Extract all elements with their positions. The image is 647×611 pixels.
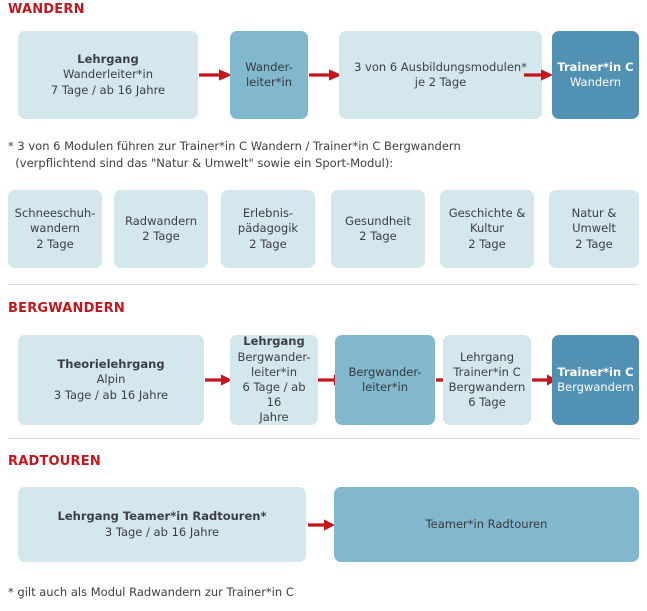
box-line: Trainer*in C <box>453 364 521 379</box>
box-line: 2 Tage <box>36 236 74 251</box>
box-text: Teamer*in Radtouren <box>339 517 634 532</box>
box-modul-schneeschuhwandern: Schneeschuh- wandern 2 Tage <box>8 190 102 268</box>
box-line: Schneeschuh- <box>14 206 96 221</box>
box-line: pädagogik <box>237 221 299 236</box>
box-line: Trainer*in C <box>557 59 634 74</box>
arrow-right-icon <box>308 518 336 532</box>
arrow-right-icon <box>199 68 233 82</box>
box-line: Lehrgang <box>243 334 305 349</box>
box-theorielehrgang-alpin: Theorielehrgang Alpin 3 Tage / ab 16 Jah… <box>18 335 204 425</box>
box-line: Bergwander- <box>348 364 422 379</box>
arrow-right-icon <box>205 373 233 387</box>
box-line: 3 Tage / ab 16 Jahre <box>53 387 169 402</box>
box-line: 7 Tage / ab 16 Jahre <box>50 82 166 97</box>
box-text: Trainer*in C Bergwandern <box>557 365 634 395</box>
box-text: Bergwander- leiter*in <box>340 365 430 395</box>
section-heading-radtouren: RADTOUREN <box>8 454 101 469</box>
box-line: 2 Tage <box>142 229 180 243</box>
arrow-right-icon <box>524 68 554 82</box>
box-text: Lehrgang Wanderleiter*in 7 Tage / ab 16 … <box>23 52 193 98</box>
section-heading-wandern: WANDERN <box>8 2 85 17</box>
box-line: Lehrgang Teamer*in Radtouren* <box>57 509 267 524</box>
box-line: Lehrgang <box>77 52 139 67</box>
box-line: Gesundheit <box>345 213 411 228</box>
box-text: Theorielehrgang Alpin 3 Tage / ab 16 Jah… <box>23 357 199 403</box>
box-line: leiter*in <box>245 75 292 89</box>
box-text: Schneeschuh- wandern 2 Tage <box>13 206 97 252</box>
box-text: Lehrgang Bergwander- leiter*in 6 Tage / … <box>235 334 313 425</box>
box-modul-geschichte-kultur: Geschichte & Kultur 2 Tage <box>440 190 534 268</box>
box-text: Trainer*in C Wandern <box>557 60 634 90</box>
box-text: Geschichte & Kultur 2 Tage <box>445 206 529 252</box>
box-line: Bergwandern <box>448 380 526 394</box>
box-line: 2 Tage <box>468 236 506 251</box>
box-text: Gesundheit 2 Tage <box>336 214 420 244</box>
box-line: 2 Tage <box>359 229 397 243</box>
arrow-right-icon <box>532 373 558 387</box>
box-line: je 2 Tage <box>414 75 467 89</box>
footnote-radtouren: * gilt auch als Modul Radwandern zur Tra… <box>8 585 294 599</box>
section-divider <box>8 438 639 439</box>
section-heading-bergwandern: BERGWANDERN <box>8 301 125 316</box>
box-lehrgang-wanderleiterin: Lehrgang Wanderleiter*in 7 Tage / ab 16 … <box>18 31 198 119</box>
box-text: 3 von 6 Ausbildungsmodulen* je 2 Tage <box>344 60 537 90</box>
footnote-modules: * 3 von 6 Modulen führen zur Trainer*in … <box>8 139 461 171</box>
box-line: wandern <box>30 221 80 236</box>
box-line: Wanderleiter*in <box>62 67 154 82</box>
box-line: 6 Tage / ab 16 <box>242 380 306 410</box>
box-line: Radwandern <box>124 213 197 228</box>
box-ausbildungsmodule: 3 von 6 Ausbildungsmodulen* je 2 Tage <box>339 31 542 119</box>
box-line: Natur & <box>571 206 617 221</box>
box-text: Wander- leiter*in <box>235 60 303 90</box>
box-line: Geschichte & <box>448 206 526 221</box>
box-line: Umwelt <box>572 221 616 236</box>
box-modul-erlebnispaedagogik: Erlebnis- pädagogik 2 Tage <box>221 190 315 268</box>
box-lehrgang-trainerin-c-bergwandern: Lehrgang Trainer*in C Bergwandern 6 Tage <box>443 335 531 425</box>
box-trainerin-c-bergwandern: Trainer*in C Bergwandern <box>552 335 639 425</box>
box-line: 3 Tage / ab 16 Jahre <box>104 524 220 539</box>
section-divider <box>8 284 639 285</box>
box-line: leiter*in <box>250 364 297 379</box>
box-line: Jahre <box>259 410 289 425</box>
box-text: Lehrgang Teamer*in Radtouren* 3 Tage / a… <box>23 509 301 539</box>
box-line: Teamer*in Radtouren <box>425 516 548 531</box>
box-modul-radwandern: Radwandern 2 Tage <box>114 190 208 268</box>
box-wanderleiterin: Wander- leiter*in <box>230 31 308 119</box>
arrow-right-icon <box>309 68 343 82</box>
box-lehrgang-bergwanderleiterin: Lehrgang Bergwander- leiter*in 6 Tage / … <box>230 334 318 425</box>
box-modul-gesundheit: Gesundheit 2 Tage <box>331 190 425 268</box>
box-line: 6 Tage <box>468 395 506 410</box>
box-line: leiter*in <box>361 380 408 394</box>
box-bergwanderleiterin: Bergwander- leiter*in <box>335 335 435 425</box>
box-text: Natur & Umwelt 2 Tage <box>554 206 634 252</box>
box-teamerin-radtouren: Teamer*in Radtouren <box>334 487 639 562</box>
box-line: Bergwandern <box>557 380 634 394</box>
box-trainerin-c-wandern: Trainer*in C Wandern <box>552 31 639 119</box>
box-text: Radwandern 2 Tage <box>119 214 203 244</box>
box-line: Alpin <box>96 372 126 387</box>
box-line: 3 von 6 Ausbildungsmodulen* <box>354 59 527 74</box>
box-line: Wandern <box>569 75 622 89</box>
box-line: Bergwander- <box>237 349 311 364</box>
box-line: 2 Tage <box>249 236 287 251</box>
box-text: Lehrgang Trainer*in C Bergwandern 6 Tage <box>448 350 526 411</box>
box-line: Wander- <box>245 59 293 74</box>
box-line: Theorielehrgang <box>57 357 165 372</box>
box-modul-natur-umwelt: Natur & Umwelt 2 Tage <box>549 190 639 268</box>
box-line: Erlebnis- <box>242 206 294 221</box>
box-line: Lehrgang <box>459 349 515 364</box>
box-text: Erlebnis- pädagogik 2 Tage <box>226 206 310 252</box>
box-lehrgang-teamerin-radtouren: Lehrgang Teamer*in Radtouren* 3 Tage / a… <box>18 487 306 562</box>
box-line: Kultur <box>470 221 504 236</box>
box-line: Trainer*in C <box>557 364 634 379</box>
box-line: 2 Tage <box>575 236 613 251</box>
